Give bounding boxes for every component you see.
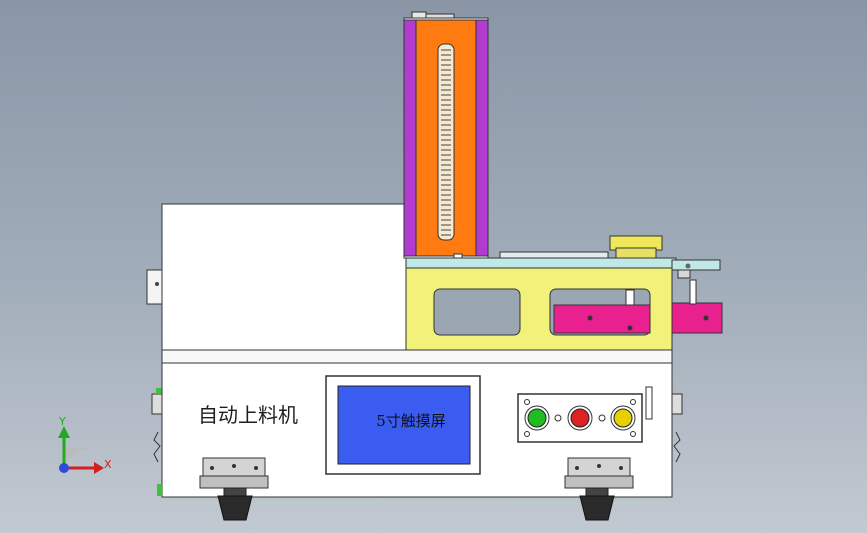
- foot-left: [217, 487, 253, 521]
- yellow-button[interactable]: [613, 408, 633, 428]
- red-button[interactable]: [570, 408, 590, 428]
- axis-y-label: Y: [58, 415, 66, 428]
- side-clips: [153, 431, 681, 463]
- magazine-left-side: [403, 19, 417, 257]
- axis-triad: Y X: [58, 415, 112, 474]
- pusher: [553, 279, 723, 334]
- base-green-strip: [157, 484, 162, 496]
- magazine-right-side: [475, 19, 489, 257]
- foot-right: [579, 487, 615, 521]
- right-knob: [671, 393, 683, 415]
- hinge-left: [199, 457, 269, 489]
- yellow-block: [609, 235, 663, 259]
- frame-window-left: [433, 288, 521, 336]
- top-rail: [405, 251, 721, 279]
- magazine-tower: [403, 11, 489, 261]
- screen-label: 5寸触摸屏: [376, 412, 446, 430]
- upper-cover: [161, 203, 407, 353]
- hinge-right: [564, 457, 634, 489]
- touch-screen[interactable]: 5寸触摸屏: [325, 375, 481, 475]
- magazine-slot: [437, 43, 455, 241]
- machine-name-label: 自动上料机: [198, 403, 298, 427]
- left-knob: [151, 388, 163, 415]
- green-button[interactable]: [527, 408, 547, 428]
- magazine-slot-ticks: [441, 49, 451, 236]
- body-top-band: [161, 349, 673, 364]
- axis-x-label: X: [104, 458, 112, 471]
